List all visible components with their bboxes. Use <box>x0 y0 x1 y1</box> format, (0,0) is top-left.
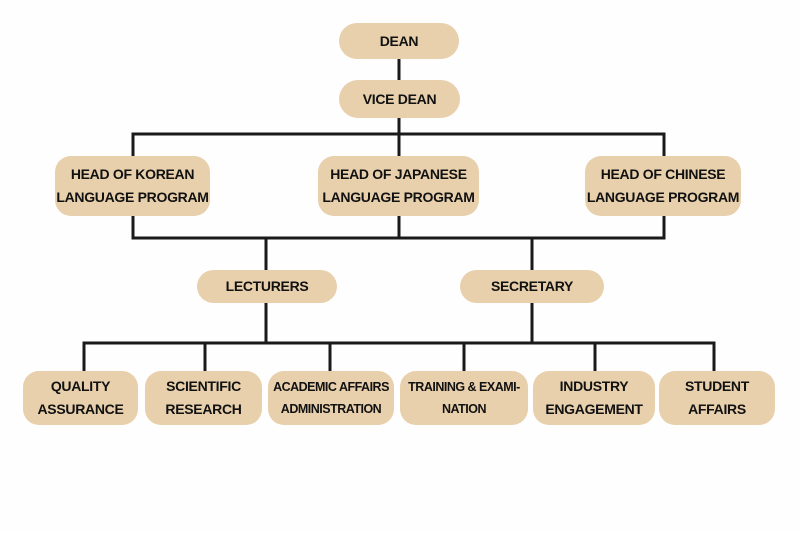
dean-label: DEAN <box>379 32 419 49</box>
head-korean-line2: LANGUAGE PROGRAM <box>56 189 209 205</box>
dept-academic-line2: ADMINISTRATION <box>280 402 382 416</box>
head-chinese-line2: LANGUAGE PROGRAM <box>586 189 740 205</box>
dept-student-line1: STUDENT <box>684 378 749 394</box>
dept-academic-line1: ACADEMIC AFFAIRS <box>273 380 389 394</box>
head-korean-line1: HEAD OF KOREAN <box>70 166 195 182</box>
secretary-box: SECRETARY <box>460 270 604 303</box>
secretary-label: SECRETARY <box>490 278 574 294</box>
dept-scientific-line1: SCIENTIFIC <box>166 378 241 394</box>
dept-student-affairs-box: STUDENT AFFAIRS <box>659 371 775 425</box>
head-japanese-line1: HEAD OF JAPANESE <box>330 166 467 182</box>
dean-box: DEAN <box>339 23 459 59</box>
dept-industry-line1: INDUSTRY <box>559 378 629 394</box>
head-japanese-program-box: HEAD OF JAPANESE LANGUAGE PROGRAM <box>318 156 479 216</box>
dept-industry-engagement-box: INDUSTRY ENGAGEMENT <box>533 371 655 425</box>
dept-training-examination-box: TRAINING & EXAMI- NATION <box>400 371 528 425</box>
dept-training-line1: TRAINING & EXAMI- <box>408 380 520 394</box>
dept-student-line2: AFFAIRS <box>688 401 746 417</box>
dept-quality-assurance-box: QUALITY ASSURANCE <box>23 371 138 425</box>
lecturers-box: LECTURERS <box>197 270 337 303</box>
dept-quality-line1: QUALITY <box>50 378 111 394</box>
dept-academic-affairs-box: ACADEMIC AFFAIRS ADMINISTRATION <box>268 371 394 425</box>
head-japanese-line2: LANGUAGE PROGRAM <box>322 189 475 205</box>
vice-dean-label: VICE DEAN <box>362 90 437 107</box>
dept-industry-line2: ENGAGEMENT <box>545 401 643 417</box>
lecturers-label: LECTURERS <box>225 278 309 294</box>
head-chinese-line1: HEAD OF CHINESE <box>600 166 726 182</box>
dept-training-line2: NATION <box>442 402 487 416</box>
dept-scientific-research-box: SCIENTIFIC RESEARCH <box>145 371 262 425</box>
head-korean-program-box: HEAD OF KOREAN LANGUAGE PROGRAM <box>55 156 210 216</box>
head-chinese-program-box: HEAD OF CHINESE LANGUAGE PROGRAM <box>585 156 741 216</box>
vice-dean-box: VICE DEAN <box>339 80 460 118</box>
dept-scientific-line2: RESEARCH <box>165 401 242 417</box>
dept-quality-line2: ASSURANCE <box>37 401 124 417</box>
